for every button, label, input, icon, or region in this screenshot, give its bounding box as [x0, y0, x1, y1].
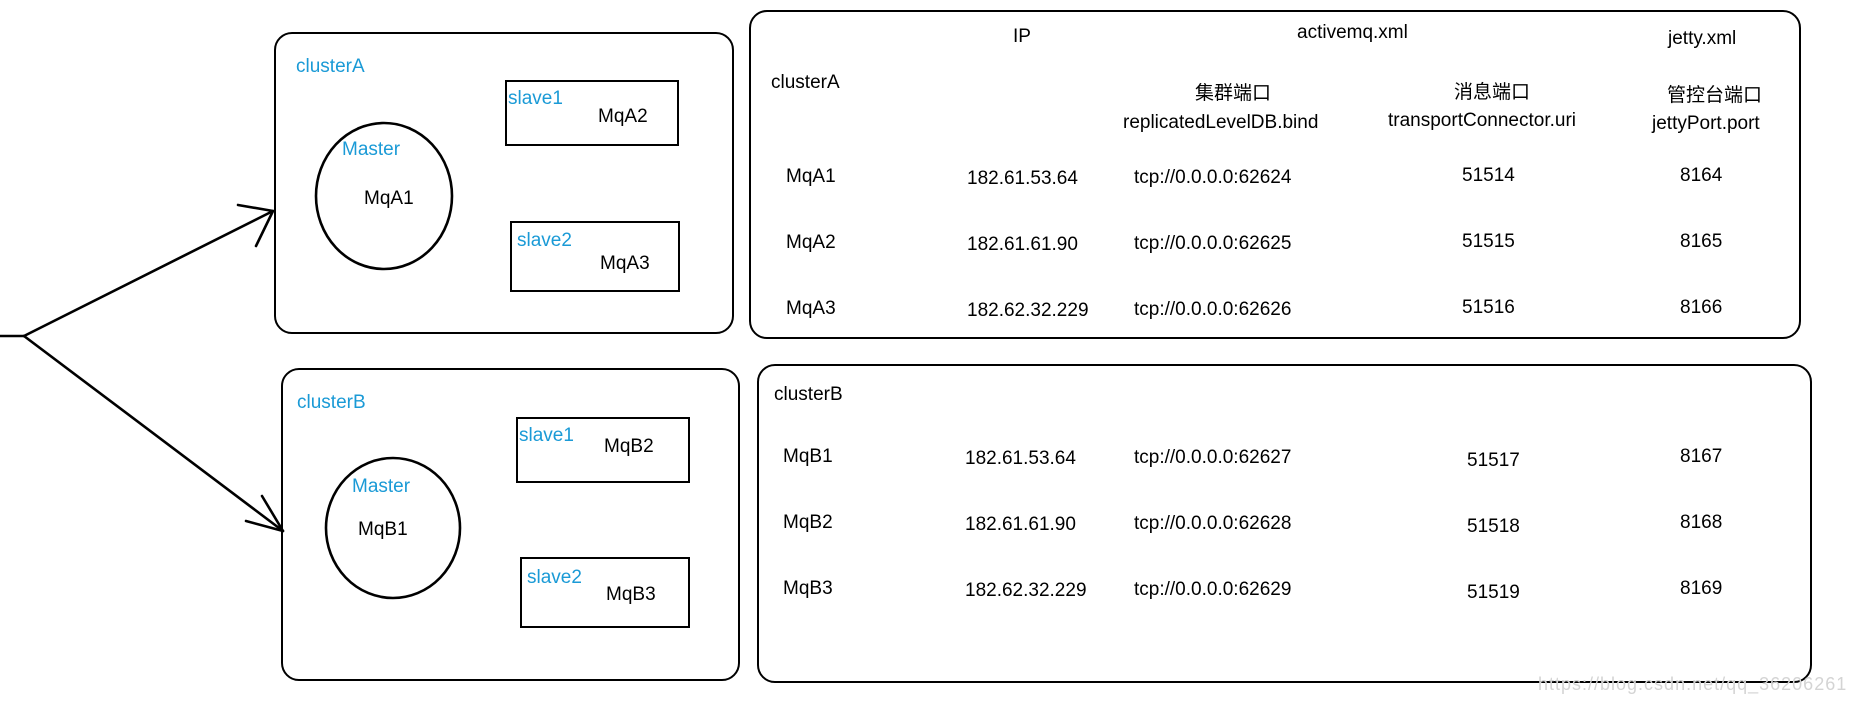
row-ip: 182.61.53.64	[967, 168, 1078, 189]
row-uri: 51515	[1462, 231, 1515, 252]
ip-column-header: IP	[1013, 26, 1031, 47]
cluster-port-key: replicatedLevelDB.bind	[1123, 112, 1319, 133]
cluster-a-label: clusterA	[296, 56, 365, 77]
cluster-b-slave2-node: MqB3	[606, 584, 656, 605]
cluster-a-master-node: MqA1	[364, 188, 414, 209]
cluster-b-panel	[281, 368, 740, 681]
cluster-a-panel	[274, 32, 734, 334]
row-jetty: 8166	[1680, 297, 1723, 318]
message-port-header: 消息端口	[1454, 82, 1531, 103]
row-node-name: MqB3	[783, 578, 833, 599]
cluster-b-slave1-label: slave1	[519, 425, 574, 446]
cluster-b-table-panel	[757, 364, 1812, 683]
cluster-b-master-node: MqB1	[358, 519, 408, 540]
cluster-b-slave2-box	[520, 557, 690, 628]
activemq-xml-header: activemq.xml	[1297, 22, 1408, 43]
cluster-b-label: clusterB	[297, 392, 366, 413]
row-ip: 182.62.32.229	[965, 580, 1087, 601]
row-jetty: 8169	[1680, 578, 1723, 599]
row-ip: 182.62.32.229	[967, 300, 1089, 321]
row-uri: 51514	[1462, 165, 1515, 186]
jetty-xml-header: jetty.xml	[1668, 28, 1737, 49]
row-uri: 51519	[1467, 582, 1520, 603]
cluster-b-slave1-node: MqB2	[604, 436, 654, 457]
cluster-a-slave1-box	[505, 80, 679, 146]
cluster-port-header: 集群端口	[1195, 83, 1272, 104]
row-uri: 51516	[1462, 297, 1515, 318]
cluster-b-slave1-box	[516, 417, 690, 483]
row-bind: tcp://0.0.0.0:62629	[1134, 579, 1292, 600]
row-jetty: 8165	[1680, 231, 1723, 252]
cluster-a-slave1-node: MqA2	[598, 106, 648, 127]
cluster-a-slave1-label: slave1	[508, 88, 563, 109]
cluster-a-slave2-label: slave2	[517, 230, 572, 251]
row-node-name: MqB1	[783, 446, 833, 467]
row-bind: tcp://0.0.0.0:62625	[1134, 233, 1292, 254]
message-port-key: transportConnector.uri	[1388, 110, 1576, 131]
row-ip: 182.61.61.90	[967, 234, 1078, 255]
row-node-name: MqA3	[786, 298, 836, 319]
row-ip: 182.61.53.64	[965, 448, 1076, 469]
console-port-header: 管控台端口	[1667, 85, 1763, 106]
row-bind: tcp://0.0.0.0:62627	[1134, 447, 1292, 468]
row-uri: 51517	[1467, 450, 1520, 471]
cluster-a-slave2-node: MqA3	[600, 253, 650, 274]
cluster-a-table-label: clusterA	[771, 72, 840, 93]
row-bind: tcp://0.0.0.0:62626	[1134, 299, 1292, 320]
cluster-a-slave2-box	[510, 221, 680, 292]
row-node-name: MqA1	[786, 166, 836, 187]
row-jetty: 8164	[1680, 165, 1723, 186]
cluster-b-table-label: clusterB	[774, 384, 843, 405]
row-jetty: 8168	[1680, 512, 1723, 533]
row-ip: 182.61.61.90	[965, 514, 1076, 535]
row-node-name: MqA2	[786, 232, 836, 253]
cluster-a-master-label: Master	[342, 139, 401, 160]
console-port-key: jettyPort.port	[1652, 113, 1760, 134]
watermark: https://blog.csdn.net/qq_36206261	[1538, 674, 1848, 694]
row-bind: tcp://0.0.0.0:62628	[1134, 513, 1292, 534]
cluster-a-table-panel	[749, 10, 1801, 339]
cluster-b-master-label: Master	[352, 476, 411, 497]
row-jetty: 8167	[1680, 446, 1723, 467]
cluster-b-slave2-label: slave2	[527, 567, 582, 588]
row-uri: 51518	[1467, 516, 1520, 537]
row-node-name: MqB2	[783, 512, 833, 533]
row-bind: tcp://0.0.0.0:62624	[1134, 167, 1292, 188]
